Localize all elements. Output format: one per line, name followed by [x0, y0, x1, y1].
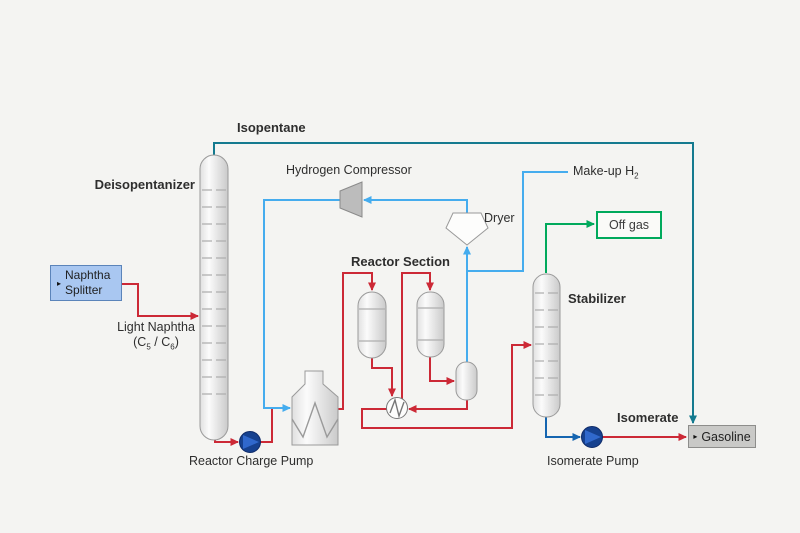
stream-light-naphtha-feed [122, 283, 199, 320]
naphtha-splitter-label-line1: Naphtha [65, 268, 111, 282]
label-hydrogen-compressor: Hydrogen Compressor [286, 163, 412, 177]
label-stabilizer: Stabilizer [568, 291, 626, 306]
stream-reactor2-to-separator [429, 357, 455, 385]
naphtha-splitter-link-box[interactable]: ▸ Naphtha Splitter [50, 265, 122, 301]
stabilizer-column [532, 273, 561, 418]
stream-compressor-discharge [263, 199, 340, 412]
dryer-symbol [445, 212, 489, 246]
reactor-1-vessel [357, 291, 387, 359]
reactor-charge-pump-symbol [239, 431, 261, 453]
stream-pump-to-heater [260, 409, 273, 443]
label-reactor-charge-pump: Reactor Charge Pump [189, 454, 314, 468]
stream-exchanger-to-reactor2 [401, 272, 434, 399]
off-gas-label: Off gas [608, 218, 650, 232]
label-reactor-section: Reactor Section [351, 254, 450, 269]
link-arrow-icon: ▸ [57, 278, 62, 288]
stream-isopentane-recycle [213, 142, 697, 424]
stream-dryer-to-compressor [363, 196, 468, 214]
separator-vessel [455, 361, 478, 401]
link-arrow-icon: ▸ [693, 432, 698, 441]
hydrogen-compressor-symbol [339, 181, 363, 218]
label-makeup-h2: Make-up H2 [573, 164, 639, 181]
stream-makeup-h2 [467, 171, 568, 272]
label-deisopentanizer: Deisopentanizer [94, 177, 195, 192]
stream-stabilizer-bottoms [545, 417, 581, 441]
gasoline-label: Gasoline [701, 429, 751, 444]
stream-heater-to-reactor1 [338, 272, 376, 410]
deisopentanizer-column [199, 154, 229, 441]
label-isomerate-pump: Isomerate Pump [547, 454, 639, 468]
stream-exchanger-to-stabilizer [361, 341, 532, 429]
label-isomerate: Isomerate [617, 410, 679, 425]
stream-reactor1-to-exchanger [371, 358, 396, 397]
off-gas-box: Off gas [596, 211, 662, 239]
naphtha-splitter-label-line2: Splitter [65, 283, 103, 297]
label-isopentane: Isopentane [237, 120, 306, 135]
stream-off-gas [545, 220, 595, 273]
label-dryer: Dryer [484, 211, 515, 225]
gasoline-link-box[interactable]: ▸ Gasoline [688, 425, 756, 448]
heat-exchanger-symbol [386, 397, 408, 419]
isomerate-pump-symbol [581, 426, 603, 448]
stream-separator-to-exchanger [408, 400, 468, 413]
charge-heater-symbol [291, 370, 339, 446]
label-light-naphtha: Light Naphtha(C5 / C6) [117, 320, 195, 352]
reactor-2-vessel [416, 291, 445, 358]
